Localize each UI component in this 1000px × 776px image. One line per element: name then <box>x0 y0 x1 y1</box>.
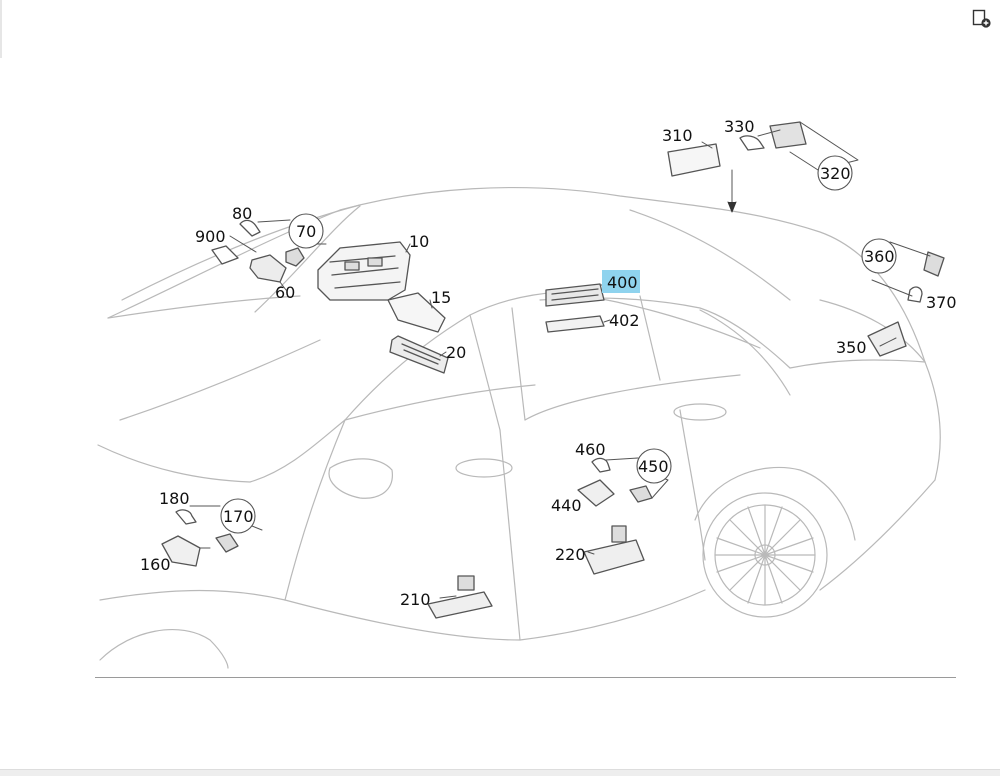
page-add-icon <box>972 9 991 28</box>
callout-label-60: 60 <box>275 283 295 302</box>
callout-circle-320 <box>817 155 853 191</box>
callout-circle-360 <box>861 238 897 274</box>
part-160-lamp <box>161 535 201 567</box>
callout-label-370: 370 <box>926 293 957 312</box>
callout-label-15: 15 <box>431 288 451 307</box>
part-80-bulb <box>239 219 261 237</box>
bottom-strip <box>0 769 1000 776</box>
callout-label-220: 220 <box>555 545 586 564</box>
part-370-bulb <box>907 286 923 303</box>
callout-label-210: 210 <box>400 590 431 609</box>
callout-label-180: 180 <box>159 489 190 508</box>
diagram-baseline-rule <box>95 677 956 678</box>
callout-circle-70 <box>288 213 324 249</box>
callout-label-900: 900 <box>195 227 226 246</box>
add-page-button[interactable] <box>968 6 994 30</box>
vehicle-outline <box>97 186 941 669</box>
callout-label-170: 170 <box>223 507 254 526</box>
callout-label-400[interactable]: 400 <box>607 273 638 292</box>
callout-label-160: 160 <box>140 555 171 574</box>
callout-label-460: 460 <box>575 440 606 459</box>
part-360-socket <box>923 251 945 277</box>
part-210-puddle-lamp <box>427 575 493 619</box>
callout-label-70: 70 <box>296 222 316 241</box>
part-310-lens <box>667 143 721 177</box>
callout-circle-450 <box>636 448 672 484</box>
part-402-cover <box>545 315 605 333</box>
callout-label-450: 450 <box>638 457 669 476</box>
part-180-bulb <box>175 509 197 525</box>
callout-label-80: 80 <box>232 204 252 223</box>
callout-label-330: 330 <box>724 117 755 136</box>
callout-label-360: 360 <box>864 247 895 266</box>
callout-label-402: 402 <box>609 311 640 330</box>
callout-circles <box>220 155 897 534</box>
part-900-bracket <box>211 245 239 265</box>
callout-label-20: 20 <box>446 343 466 362</box>
part-70-socket <box>285 247 305 267</box>
callout-label-10: 10 <box>409 232 429 251</box>
callout-labels: 10 15 20 60 70 80 900 160 170 180 210 22… <box>140 117 957 609</box>
part-60-lamp <box>249 254 287 283</box>
parts-group <box>161 121 945 619</box>
callout-highlight-400 <box>602 270 640 293</box>
callout-label-320: 320 <box>820 164 851 183</box>
part-350-lamp <box>867 321 907 357</box>
callout-label-350: 350 <box>836 338 867 357</box>
leader-lines <box>189 121 931 599</box>
part-170-socket <box>215 533 239 553</box>
part-15-lens <box>387 292 446 333</box>
part-20-lamp-housing <box>389 335 449 374</box>
part-400-handle-lamp <box>545 283 605 307</box>
part-220-puddle-lamp <box>583 525 645 575</box>
part-460-bulb <box>591 457 611 473</box>
part-320-socket <box>769 121 807 149</box>
callout-label-440: 440 <box>551 496 582 515</box>
left-edge-divider <box>0 0 2 58</box>
callout-circle-170 <box>220 498 256 534</box>
callout-label-310: 310 <box>662 126 693 145</box>
part-450-socket <box>629 485 653 503</box>
part-10-overhead-panel <box>317 241 411 301</box>
part-440-lamp <box>577 479 615 507</box>
part-330-bulb <box>739 135 765 151</box>
